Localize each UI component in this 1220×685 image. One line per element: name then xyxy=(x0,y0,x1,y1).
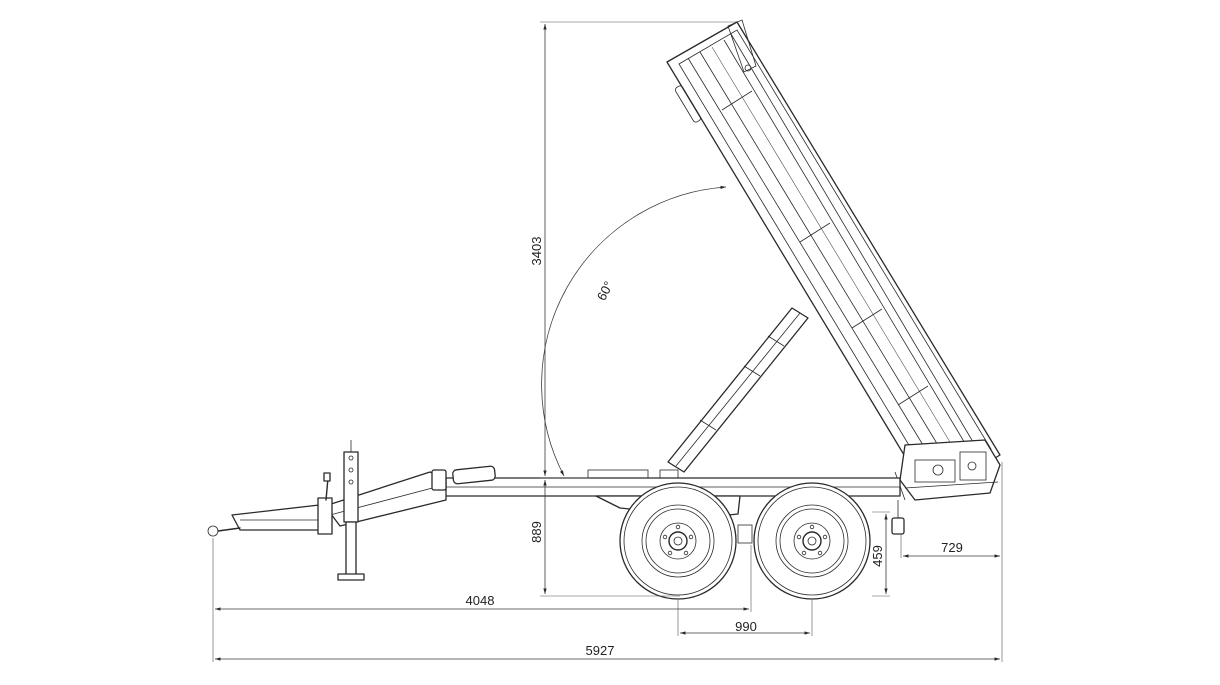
dim-axle-spacing: 990 xyxy=(735,619,757,634)
dim-rear-overhang: 729 xyxy=(941,540,963,555)
hydraulic-cylinder xyxy=(667,307,809,473)
dim-drawbar-to-axle: 4048 xyxy=(466,593,495,608)
dimension-lines xyxy=(212,21,1003,662)
rear-light-bracket xyxy=(891,500,905,535)
drawbar xyxy=(207,440,496,581)
front-wheel xyxy=(619,482,737,600)
rear-wheel xyxy=(753,482,871,600)
tipper-body xyxy=(666,19,1001,501)
dim-tip-angle: 60° xyxy=(594,279,616,303)
dim-rear-height: 459 xyxy=(870,545,885,567)
dim-height-raised: 3403 xyxy=(529,237,544,266)
dim-chassis-height: 889 xyxy=(529,521,544,543)
dim-overall-length: 5927 xyxy=(586,643,615,658)
